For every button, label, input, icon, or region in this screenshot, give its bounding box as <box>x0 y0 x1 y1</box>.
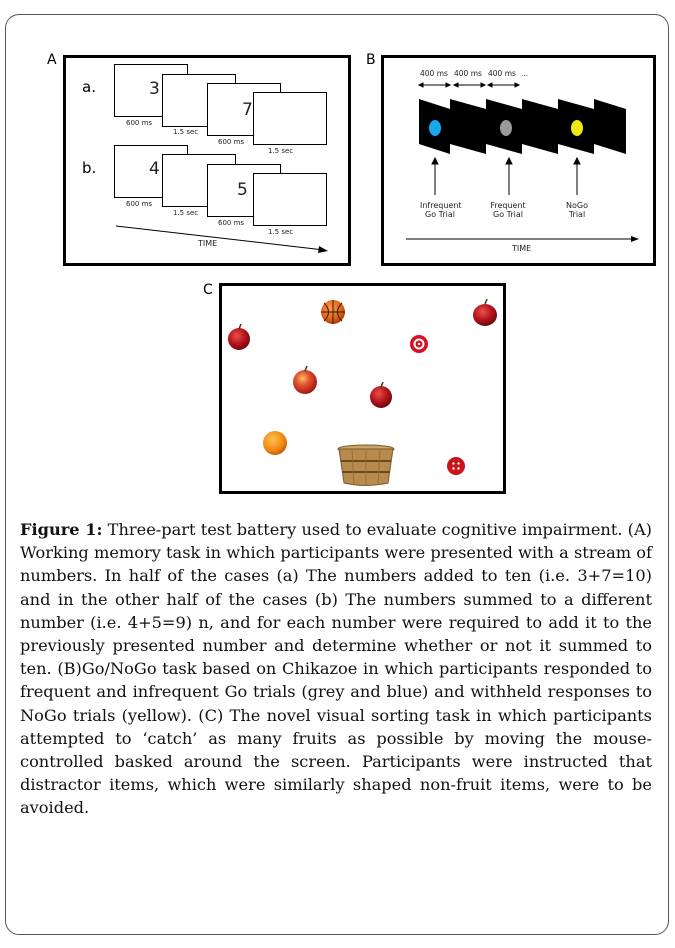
duration-b3: 600 ms <box>218 219 245 227</box>
sorting-task-scene <box>228 298 497 486</box>
caption-text: Three-part test battery used to evaluate… <box>20 520 652 818</box>
apple-item <box>370 381 392 408</box>
figure-frame <box>5 14 669 935</box>
frame-2 <box>450 99 486 154</box>
digit-a-second: 7 <box>242 100 253 120</box>
figure-label: Figure 1: <box>20 520 103 539</box>
frame-4 <box>522 99 558 154</box>
interval-3: 400 ms <box>488 69 516 78</box>
row-a-label: a. <box>82 78 96 96</box>
stimulus-blue <box>429 120 441 136</box>
basket-catcher <box>337 444 395 486</box>
time-arrow-a <box>115 225 328 253</box>
duration-a3: 600 ms <box>218 138 245 146</box>
time-label-a: TIME <box>198 239 218 248</box>
frame-6 <box>594 99 626 154</box>
stimulus-grey <box>500 120 512 136</box>
apple-item <box>293 365 317 394</box>
basketball-item <box>321 300 345 324</box>
digit-b-first: 4 <box>149 159 160 179</box>
duration-a4: 1.5 sec <box>268 147 294 155</box>
duration-a1: 600 ms <box>126 119 153 127</box>
panel-a: a. 3 7 600 ms 1.5 sec 600 ms 1.5 sec b. … <box>63 55 351 266</box>
screen-a4 <box>253 92 327 145</box>
duration-a2: 1.5 sec <box>173 128 199 136</box>
apple-item <box>228 323 250 350</box>
gonogo-diagram <box>406 82 639 242</box>
interval-1: 400 ms <box>420 69 448 78</box>
panel-c-label: C <box>203 282 213 298</box>
stimulus-yellow <box>571 120 583 136</box>
interval-more: ... <box>521 69 529 78</box>
trial-pointers <box>431 156 581 195</box>
duration-b2: 1.5 sec <box>173 209 199 217</box>
apple-item <box>473 298 497 326</box>
button-item <box>447 457 465 475</box>
interval-2: 400 ms <box>454 69 482 78</box>
digit-b-second: 5 <box>237 180 248 200</box>
panel-c <box>219 283 506 494</box>
duration-b1: 600 ms <box>126 200 153 208</box>
duration-b4: 1.5 sec <box>268 228 294 236</box>
figure-caption: Figure 1: Three-part test battery used t… <box>20 518 652 820</box>
orange-item <box>263 431 287 455</box>
row-b-label: b. <box>82 159 97 177</box>
panel-a-label: A <box>47 52 57 68</box>
button-item <box>410 335 428 353</box>
panel-b-label: B <box>366 52 376 68</box>
screen-b4 <box>253 173 327 226</box>
time-label-b: TIME <box>512 244 532 253</box>
interval-arrows <box>417 82 521 88</box>
digit-a-first: 3 <box>149 79 160 99</box>
